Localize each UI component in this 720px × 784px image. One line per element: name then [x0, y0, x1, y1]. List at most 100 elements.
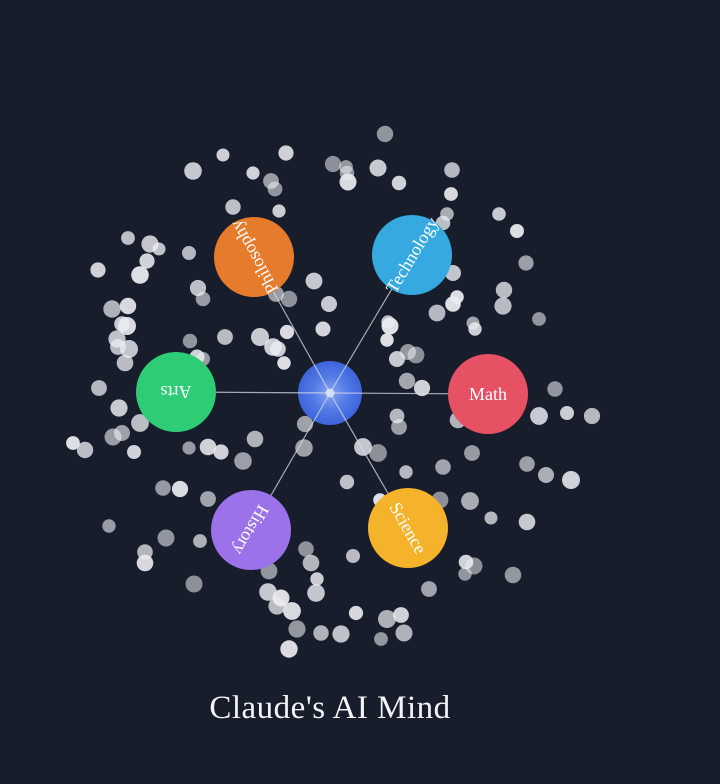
particle — [136, 554, 154, 572]
particle — [185, 575, 203, 593]
particle — [504, 566, 522, 584]
particle — [171, 480, 189, 498]
particle — [251, 328, 269, 346]
particle — [280, 290, 298, 308]
particle — [324, 155, 342, 173]
particle — [110, 399, 128, 417]
particle — [518, 513, 536, 531]
topic-node-circle[interactable] — [214, 217, 294, 297]
particle — [246, 166, 260, 180]
particle — [182, 246, 196, 260]
particle — [298, 541, 314, 557]
topic-node-math[interactable]: Math — [448, 354, 528, 434]
particle — [199, 438, 217, 456]
topic-node-circle[interactable] — [368, 488, 448, 568]
particle — [369, 159, 387, 177]
topic-node-circle[interactable] — [448, 354, 528, 434]
particle — [272, 204, 286, 218]
particle — [152, 242, 166, 256]
particle — [494, 297, 512, 315]
particle — [195, 291, 211, 307]
particle — [102, 519, 116, 533]
topic-node-philosophy[interactable]: Philosophy — [214, 217, 294, 298]
particle — [380, 333, 394, 347]
page-title: Claude's AI Mind — [209, 690, 451, 726]
topic-node-history[interactable]: History — [211, 490, 291, 570]
particle — [315, 321, 331, 337]
topic-node-science[interactable]: Science — [368, 488, 448, 568]
particle — [184, 162, 202, 180]
particle — [348, 605, 364, 621]
particle — [547, 381, 563, 397]
topic-node-circle[interactable] — [372, 215, 452, 295]
particle — [280, 640, 298, 658]
particle — [217, 329, 233, 345]
particle — [127, 445, 141, 459]
particle — [131, 266, 149, 284]
particle — [398, 372, 416, 390]
particle — [518, 255, 534, 271]
particle — [346, 549, 360, 563]
particle — [66, 436, 80, 450]
particle — [246, 430, 264, 448]
particle — [389, 351, 405, 367]
particle — [391, 175, 407, 191]
topic-node-arts[interactable]: Arts — [136, 352, 216, 432]
topic-node-label: Arts — [161, 382, 192, 402]
particle — [119, 297, 137, 315]
particle — [560, 406, 574, 420]
particle — [339, 474, 355, 490]
particle — [399, 465, 413, 479]
particle — [435, 459, 451, 475]
topic-node-circle[interactable] — [211, 490, 291, 570]
particle — [234, 452, 252, 470]
particle — [495, 281, 513, 299]
particle — [407, 346, 425, 364]
particle — [484, 511, 498, 525]
particle — [225, 199, 241, 215]
particle — [302, 554, 320, 572]
particle — [278, 145, 294, 161]
particle — [538, 467, 554, 483]
particle — [121, 231, 135, 245]
particle — [378, 610, 396, 628]
particle — [519, 456, 535, 472]
particle — [305, 272, 323, 290]
particle — [116, 354, 134, 372]
particle — [492, 207, 506, 221]
particle — [182, 441, 196, 455]
particle — [464, 445, 480, 461]
particle — [288, 620, 306, 638]
topic-node-label: Math — [469, 384, 507, 404]
particle — [90, 262, 106, 278]
particle — [120, 340, 138, 358]
particle — [374, 632, 388, 646]
particle — [369, 444, 387, 462]
topic-node-circle[interactable] — [136, 352, 216, 432]
particle — [468, 322, 482, 336]
particle — [339, 173, 357, 191]
particle — [270, 341, 286, 357]
particle — [532, 312, 546, 326]
particle — [131, 414, 149, 432]
particle — [395, 624, 413, 642]
particle — [307, 584, 325, 602]
particle — [295, 439, 313, 457]
particle — [259, 583, 277, 601]
particle — [76, 441, 94, 459]
particle — [283, 602, 301, 620]
particle — [193, 534, 207, 548]
topic-node-technology[interactable]: Technology — [372, 214, 452, 297]
particle — [114, 425, 130, 441]
particle — [381, 317, 399, 335]
particle — [391, 419, 407, 435]
particle — [421, 581, 437, 597]
particle — [139, 253, 155, 269]
particle — [583, 407, 601, 425]
particle — [393, 607, 409, 623]
particle — [510, 224, 524, 238]
particle — [91, 380, 107, 396]
particle — [213, 444, 229, 460]
